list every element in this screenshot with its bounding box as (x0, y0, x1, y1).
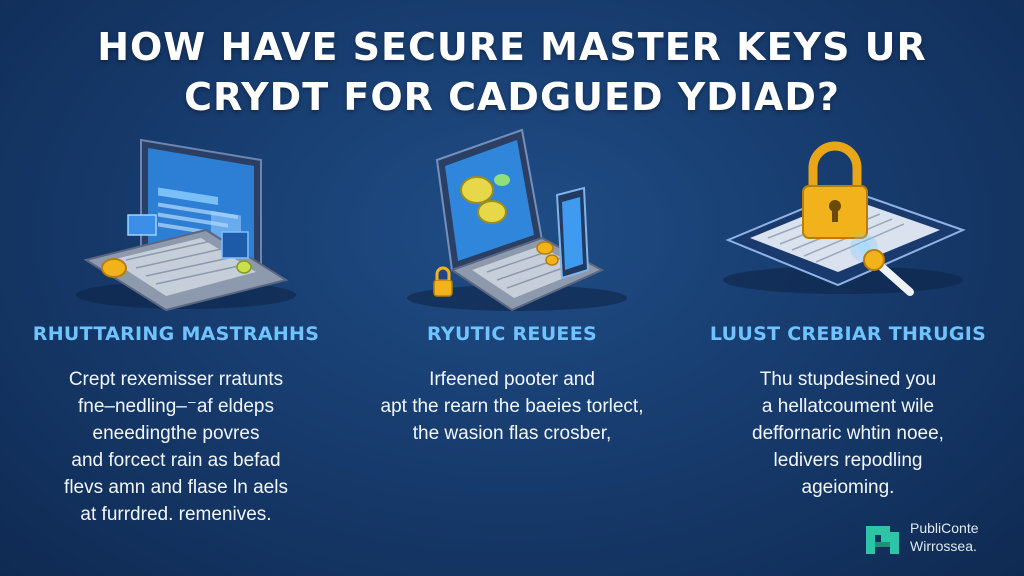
feature-heading-3: LUUST CREBIAR THRUGIS (709, 323, 987, 345)
feature-heading-1: RHUTTARING MASTRAHHS (32, 323, 320, 345)
feature-description-1: Crept rexemisser rratunts fne–nedling–⁻a… (16, 366, 336, 528)
title-line-1: HOW HAVE SECURE MASTER KEYS UR (97, 25, 927, 69)
description-line: the wasion flas crosber, (412, 423, 612, 444)
logo-line-1: PubliConte (910, 520, 979, 536)
feature-description-3: Thu stupdesined you a hellatcoument wile… (688, 366, 1008, 501)
feature-description-2: Irfeened pooter and apt the rearn the ba… (352, 366, 672, 447)
brand-logo: PubliConte Wirrossea. (864, 519, 1014, 559)
logo-mark-icon (866, 526, 899, 554)
description-line: at furrdred. remenives. (80, 504, 272, 525)
laptop-with-coins-icon (16, 120, 336, 320)
feature-column-2: RYUTIC REUEES Irfeened pooter and apt th… (352, 0, 672, 576)
padlock-keyboard-icon (688, 120, 1008, 320)
description-line: a hellatcoument wile (761, 396, 935, 417)
feature-column-1: RHUTTARING MASTRAHHS Crept rexemisser rr… (16, 0, 336, 576)
title-line-2: CRYDT FOR CADGUED YDIAD? (184, 75, 840, 119)
description-line: flevs amn and flase ln aels (64, 477, 288, 498)
description-line: fne–nedling–⁻af eldeps (78, 396, 274, 417)
feature-heading-2: RYUTIC REUEES (427, 323, 597, 345)
logo-line-2: Wirrossea. (910, 538, 977, 554)
description-line: Crept rexemisser rratunts (68, 369, 284, 390)
description-line: and forcect rain as befad (71, 450, 281, 471)
feature-column-3: LUUST CREBIAR THRUGIS Thu stupdesined yo… (688, 0, 1008, 576)
logo-text: PubliConte Wirrossea. (910, 519, 979, 555)
description-line: Irfeened pooter and (429, 369, 595, 390)
description-line: deffornaric whtin noee, (752, 423, 944, 444)
description-line: ledivers repodling (773, 450, 923, 471)
description-line: apt the rearn the baeies torlect, (380, 396, 644, 417)
description-line: ageioming. (801, 477, 895, 498)
description-line: eneedingthe povres (92, 423, 260, 444)
description-line: Thu stupdesined you (759, 369, 937, 390)
page-title: HOW HAVE SECURE MASTER KEYS UR CRYDT FOR… (0, 22, 1024, 122)
monitor-with-phone-icon (352, 120, 672, 320)
